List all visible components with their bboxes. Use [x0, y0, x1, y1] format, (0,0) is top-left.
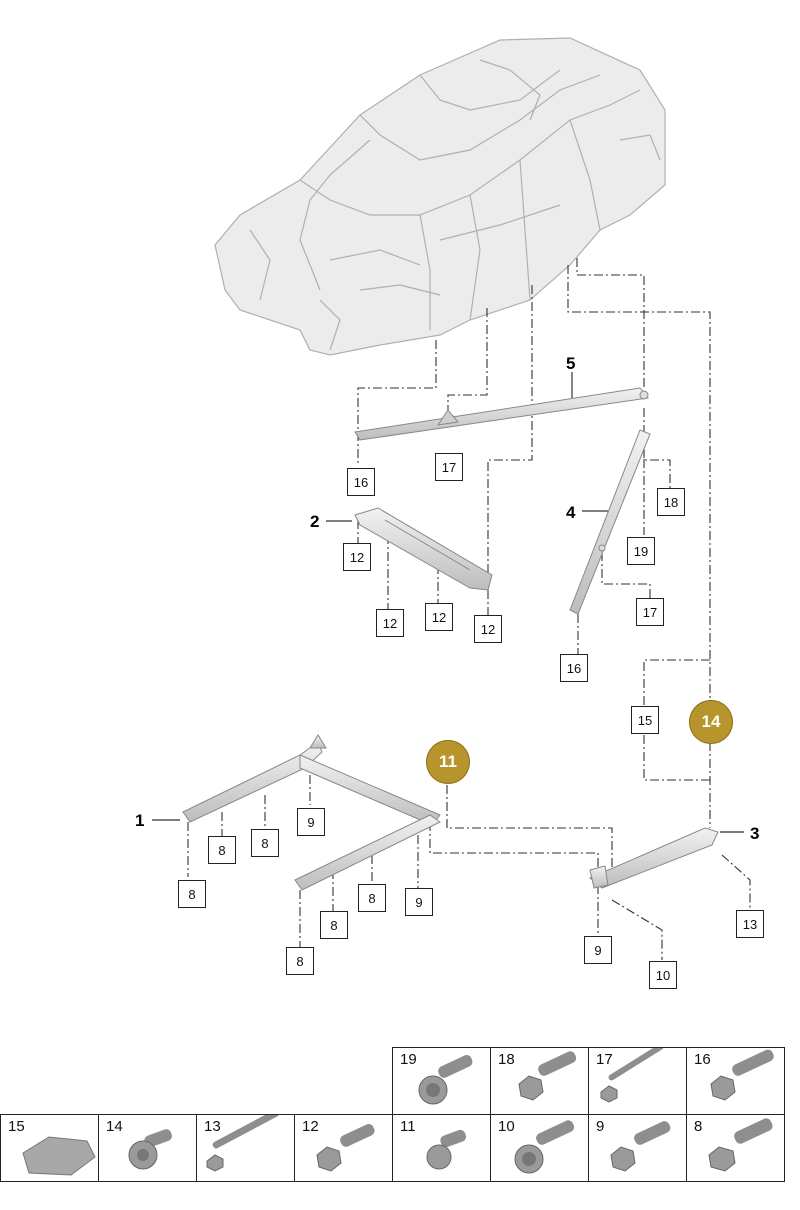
part-ref-box[interactable]: 8 [358, 884, 386, 912]
part-ref-box[interactable]: 17 [636, 598, 664, 626]
hex-bolt-icon [708, 1118, 773, 1172]
part-ref-box[interactable]: 16 [347, 468, 375, 496]
callout-4: 4 [566, 503, 576, 522]
legend-number: 12 [302, 1118, 319, 1135]
part-ref-box[interactable]: 15 [631, 706, 659, 734]
long-bolt-icon [206, 1115, 280, 1172]
legend-number: 14 [106, 1118, 123, 1135]
part-ref-box[interactable]: 8 [286, 947, 314, 975]
leader-lines [187, 258, 751, 960]
legend-cell[interactable]: 16 [686, 1047, 785, 1115]
part-ref-box[interactable]: 8 [251, 829, 279, 857]
highlight-callout-14[interactable]: 14 [689, 700, 733, 744]
callout-3: 3 [750, 824, 759, 843]
legend-number: 9 [596, 1118, 605, 1135]
flange-bolt-icon [514, 1120, 575, 1174]
legend-cell[interactable]: 19 [392, 1047, 491, 1115]
hex-bolt-icon [518, 1051, 577, 1101]
legend-number: 15 [8, 1118, 25, 1135]
part-ref-box[interactable]: 17 [435, 453, 463, 481]
part-ref-box[interactable]: 10 [649, 961, 677, 989]
part-3-bracket [589, 827, 719, 889]
part-ref-box[interactable]: 9 [405, 888, 433, 916]
legend-cell[interactable]: 12 [294, 1114, 393, 1182]
part-ref-box[interactable]: 16 [560, 654, 588, 682]
legend-number: 17 [596, 1051, 613, 1068]
legend-number: 13 [204, 1118, 221, 1135]
legend-number: 19 [400, 1051, 417, 1068]
part-ref-box[interactable]: 12 [343, 543, 371, 571]
callout-leaders [152, 372, 744, 833]
flange-bolt-icon [418, 1054, 473, 1105]
hex-bolt-icon [316, 1123, 375, 1172]
legend-cell[interactable]: 18 [490, 1047, 589, 1115]
part-ref-box[interactable]: 13 [736, 910, 764, 938]
part-ref-box[interactable]: 18 [657, 488, 685, 516]
part-ref-box[interactable]: 8 [208, 836, 236, 864]
legend-number: 11 [400, 1118, 416, 1135]
legend-number: 8 [694, 1118, 703, 1135]
part-ref-box[interactable]: 12 [376, 609, 404, 637]
hex-bolt-icon [710, 1049, 774, 1101]
exploded-parts-diagram: 5 4 2 1 3 [135, 37, 759, 960]
legend-number: 18 [498, 1051, 515, 1068]
legend-cell[interactable]: 14 [98, 1114, 197, 1182]
part-ref-box[interactable]: 8 [178, 880, 206, 908]
legend-cell[interactable]: 9 [588, 1114, 687, 1182]
part-ref-box[interactable]: 12 [474, 615, 502, 643]
part-5-strut [354, 387, 649, 441]
part-ref-box[interactable]: 19 [627, 537, 655, 565]
callout-2: 2 [310, 512, 319, 531]
legend-number: 10 [498, 1118, 515, 1135]
part-1-frame [182, 734, 441, 891]
short-bolt-icon [426, 1129, 467, 1170]
legend-cell[interactable]: 10 [490, 1114, 589, 1182]
legend-number: 16 [694, 1051, 711, 1068]
legend-cell[interactable]: 8 [686, 1114, 785, 1182]
part-2-brace [354, 507, 493, 591]
part-ref-box[interactable]: 9 [297, 808, 325, 836]
legend-cell[interactable]: 13 [196, 1114, 295, 1182]
foam-pad-icon [22, 1136, 96, 1176]
parts-legend-table: 19 18 17 16 [0, 1047, 785, 1182]
callout-5: 5 [566, 354, 575, 373]
part-ref-box[interactable]: 9 [584, 936, 612, 964]
highlight-callout-11[interactable]: 11 [426, 740, 470, 784]
legend-cell[interactable]: 11 [392, 1114, 491, 1182]
car-body-shell [214, 37, 666, 356]
legend-cell[interactable]: 15 [0, 1114, 99, 1182]
long-bolt-icon [600, 1048, 664, 1103]
short-bolt-icon [128, 1129, 172, 1170]
hex-bolt-icon [610, 1121, 671, 1172]
part-ref-box[interactable]: 12 [425, 603, 453, 631]
callout-1: 1 [135, 811, 144, 830]
legend-cell[interactable]: 17 [588, 1047, 687, 1115]
part-4-strut [569, 429, 651, 615]
part-ref-box[interactable]: 8 [320, 911, 348, 939]
